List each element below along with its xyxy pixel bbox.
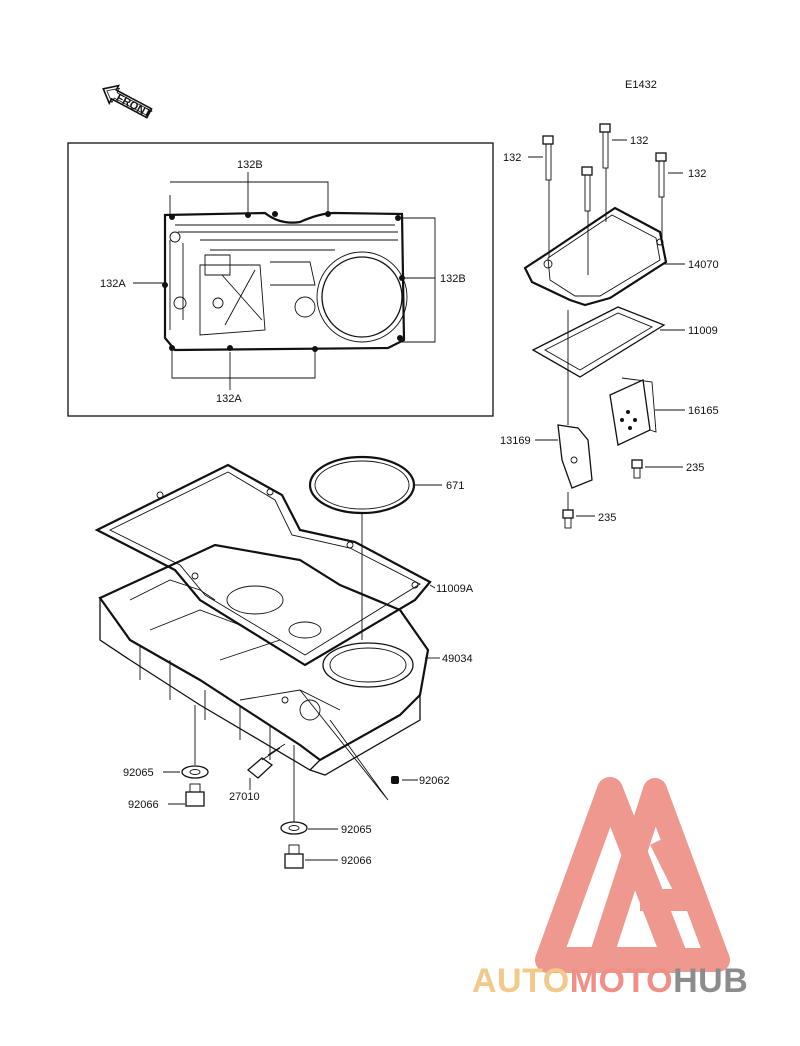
label-11009: 11009 xyxy=(688,325,718,337)
label-92065-b: 92065 xyxy=(341,824,372,836)
label-13169: 13169 xyxy=(500,435,531,447)
bolt-132-c xyxy=(581,166,593,212)
diagram-code: E1432 xyxy=(625,79,657,91)
inset-frame xyxy=(67,142,494,417)
bolt-132-d xyxy=(655,152,667,198)
label-671: 671 xyxy=(446,480,464,492)
label-92066-a: 92066 xyxy=(128,799,159,811)
oil-pan xyxy=(98,543,430,776)
label-49034: 49034 xyxy=(442,653,473,665)
plug-92066-a xyxy=(185,783,205,807)
watermark-logo xyxy=(535,777,730,973)
label-235-b: 235 xyxy=(598,512,616,524)
label-132A-left: 132A xyxy=(100,278,126,290)
label-132A-bottom: 132A xyxy=(216,393,242,405)
watermark-hub: HUB xyxy=(673,962,749,1000)
label-132-right: 132 xyxy=(688,168,706,180)
watermark-moto: MOTO xyxy=(569,962,674,1000)
plug-92062 xyxy=(391,776,399,784)
label-92065-a: 92065 xyxy=(123,767,154,779)
screw-235-b xyxy=(562,509,574,529)
screw-235-a xyxy=(631,459,643,479)
washer-92065-b xyxy=(280,821,308,835)
label-14070: 14070 xyxy=(688,259,719,271)
front-arrow-icon: FRONT xyxy=(102,84,153,121)
breather-plate xyxy=(609,377,657,446)
label-11009A: 11009A xyxy=(436,583,474,595)
watermark-auto: AUTO xyxy=(472,962,570,1000)
breather-gasket xyxy=(531,306,666,378)
washer-92065-a xyxy=(181,765,209,779)
oil-pan-gasket xyxy=(94,463,432,667)
label-132B-top: 132B xyxy=(237,159,263,171)
label-132-left: 132 xyxy=(503,152,521,164)
crankcase-bottom-view xyxy=(162,211,408,352)
plug-92066-b xyxy=(284,844,304,869)
label-92066-b: 92066 xyxy=(341,855,372,867)
o-ring-671 xyxy=(308,455,416,515)
label-92062: 92062 xyxy=(419,775,450,787)
breather-cover xyxy=(523,206,668,307)
label-16165: 16165 xyxy=(688,405,719,417)
label-235-a: 235 xyxy=(686,462,704,474)
front-label: FRONT xyxy=(114,92,153,121)
label-27010: 27010 xyxy=(229,791,260,803)
label-132-top: 132 xyxy=(630,135,648,147)
oil-pressure-switch xyxy=(246,743,286,779)
bolt-132-a xyxy=(542,135,554,181)
label-132B-right: 132B xyxy=(440,273,466,285)
bracket-13169 xyxy=(557,424,593,489)
bolt-132-b xyxy=(599,123,611,169)
watermark-text: AUTOMOTOHUB xyxy=(472,962,748,1001)
